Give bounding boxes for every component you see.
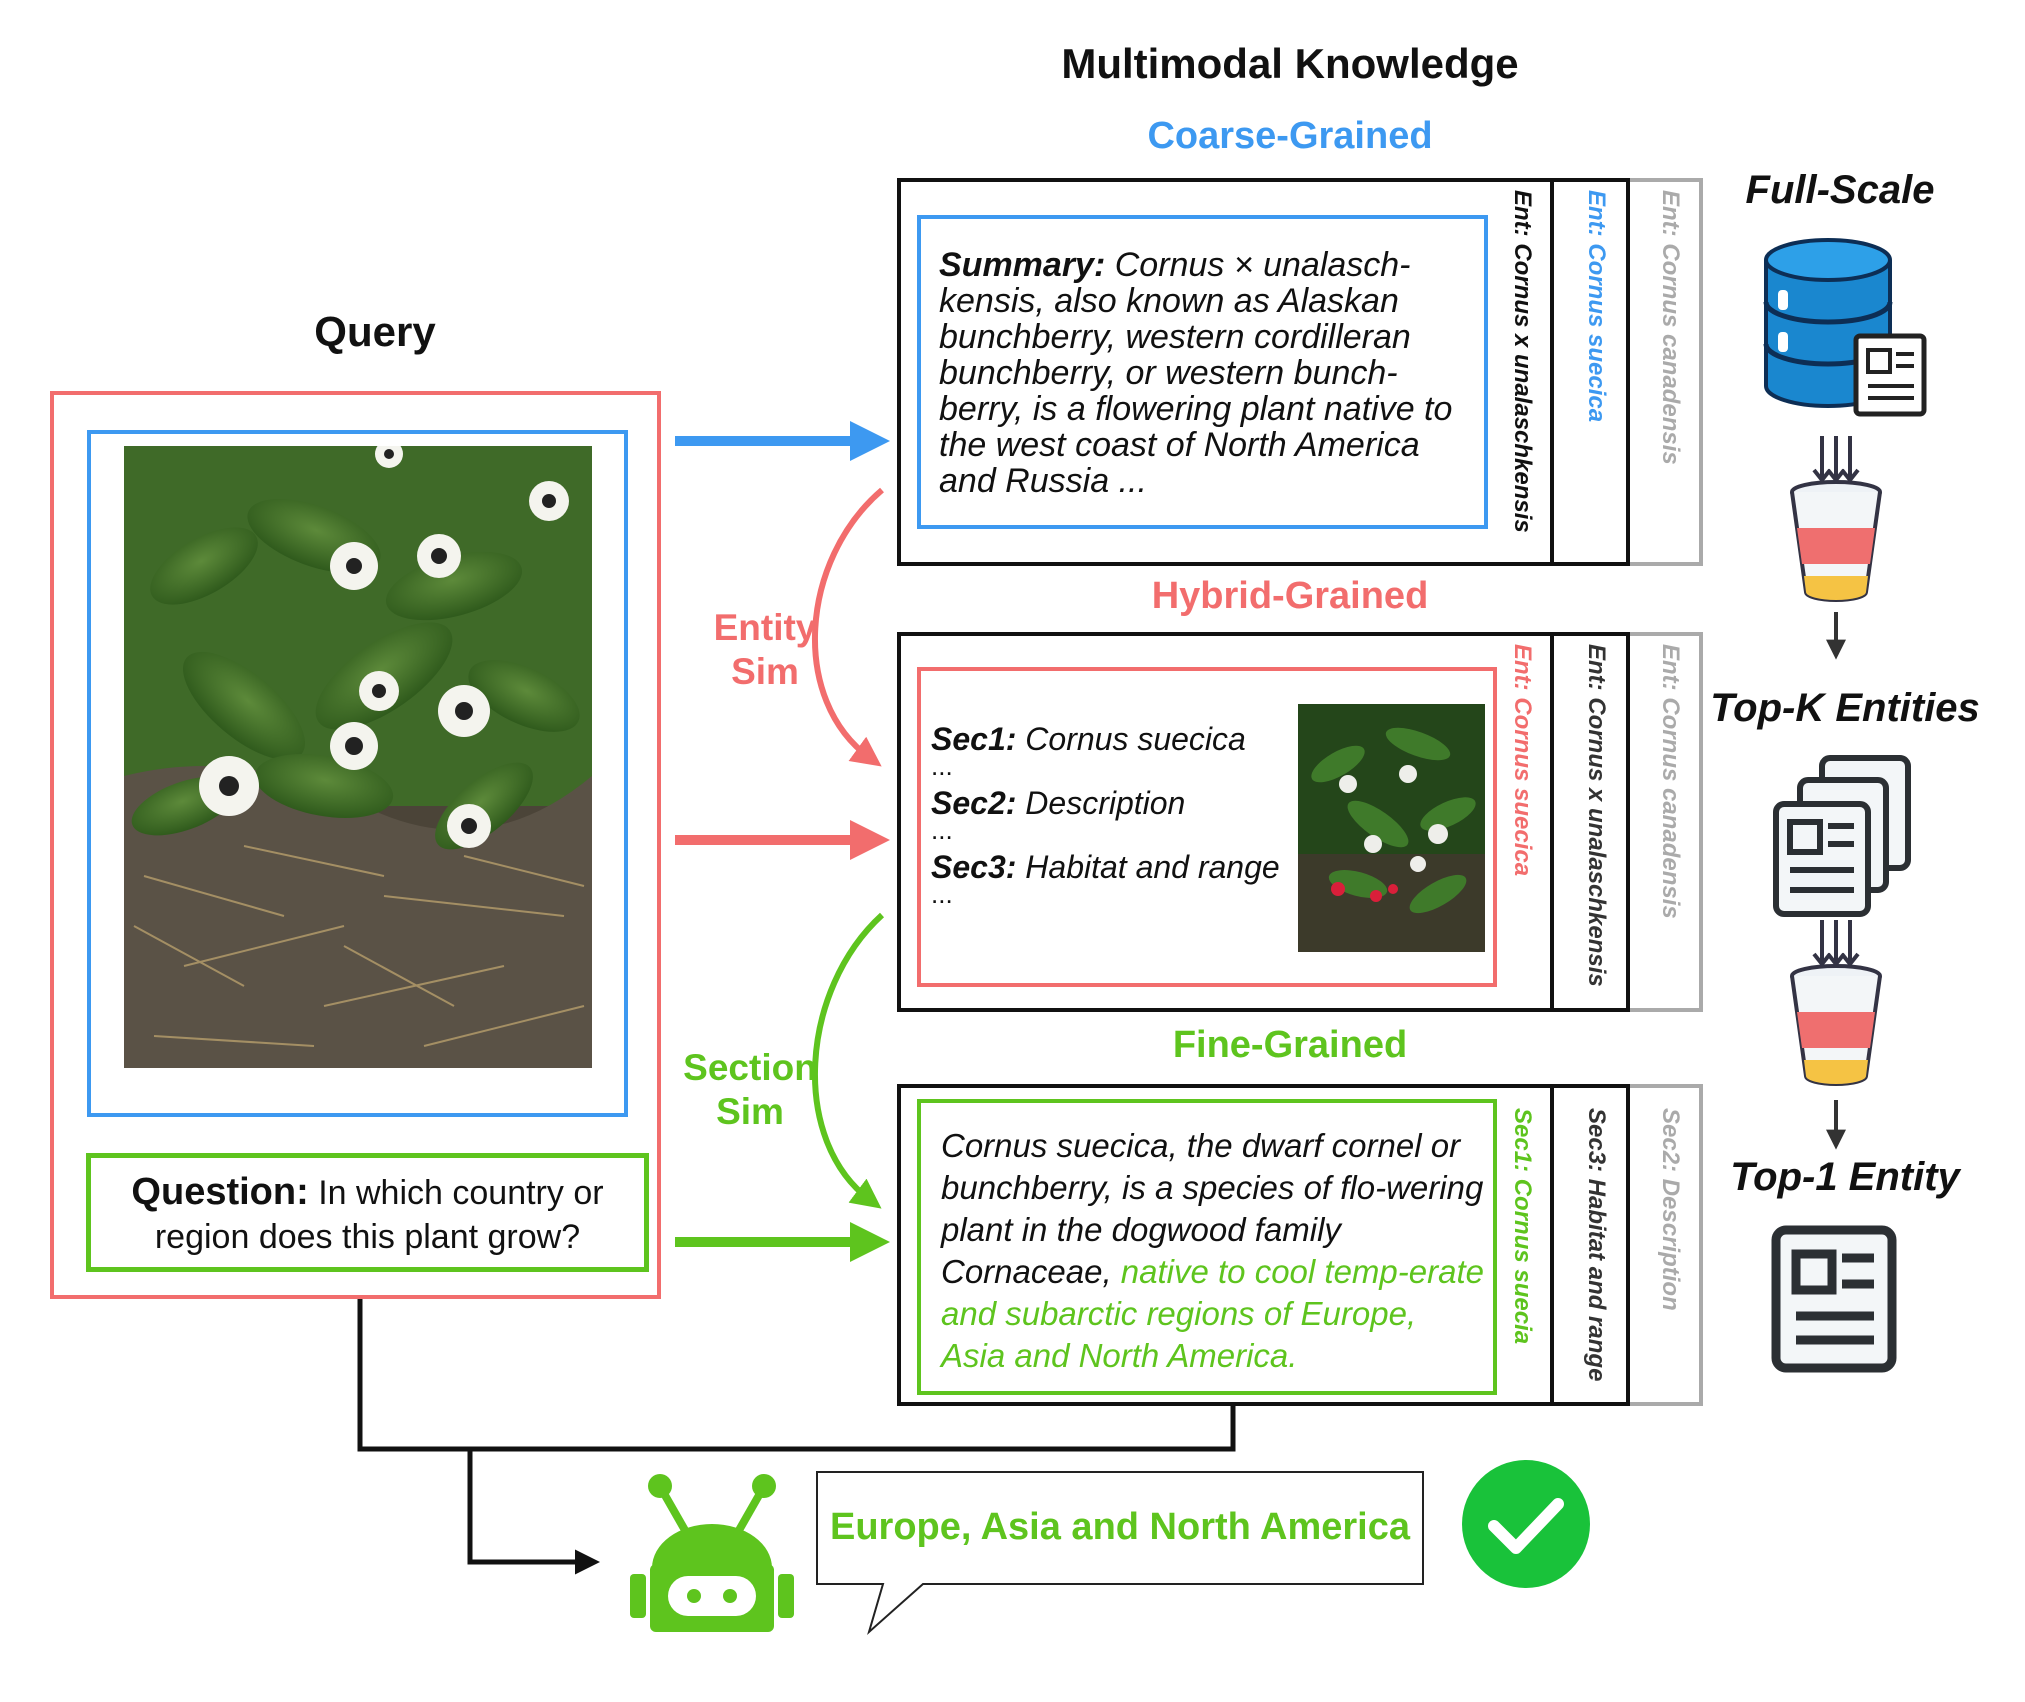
question-box: Question: In which country or region doe… bbox=[86, 1153, 649, 1272]
coarse-card-front bbox=[897, 178, 1554, 566]
answer-text: Europe, Asia and North America bbox=[830, 1506, 1410, 1548]
fine-tab-3: Sec2: Description bbox=[1657, 1108, 1684, 1311]
hybrid-tab-3: Ent: Cornus canadensis bbox=[1657, 644, 1684, 919]
ellipsis-3: ... bbox=[931, 879, 953, 909]
ellipsis-1: ... bbox=[931, 751, 953, 781]
query-panel bbox=[50, 391, 661, 1299]
coarse-tab-1: Ent: Cornus x unalaschkensis bbox=[1509, 190, 1536, 533]
plant-image-icon bbox=[124, 446, 592, 1068]
speech-bubble bbox=[816, 1471, 1424, 1636]
section-1: Sec1: Cornus suecica bbox=[931, 721, 1246, 757]
multimodal-knowledge-title: Multimodal Knowledge bbox=[1061, 40, 1519, 87]
coarse-summary-box: Summary: Cornus × unalasch-kensis, also … bbox=[917, 215, 1488, 529]
fine-grained-heading: Fine-Grained bbox=[1172, 1024, 1408, 1066]
fine-text-box: Cornus suecica, the dwarf cornel or bunc… bbox=[917, 1099, 1497, 1395]
summary-label: Summary: bbox=[939, 246, 1106, 284]
coarse-tab-2: Ent: Cornus suecica bbox=[1583, 190, 1610, 423]
coarse-summary-text: Summary: Cornus × unalasch-kensis, also … bbox=[939, 247, 1474, 499]
query-heading: Query bbox=[314, 308, 436, 355]
hybrid-section-box bbox=[917, 667, 1497, 987]
fine-tab-1: Sec1: Cornus suecia bbox=[1509, 1108, 1536, 1345]
database-icon bbox=[1763, 238, 1927, 417]
section-sim-arrow bbox=[812, 912, 885, 1209]
hybrid-grained-heading: Hybrid-Grained bbox=[1151, 575, 1429, 617]
connector-to-robot bbox=[467, 1449, 601, 1575]
coarse-tab-3: Ent: Cornus canadensis bbox=[1657, 190, 1684, 465]
document-stack-icon bbox=[1773, 755, 1911, 917]
question-text: In which country or region does this pla… bbox=[154, 1174, 604, 1256]
filter-funnel-icon bbox=[1790, 436, 1882, 602]
top-1-entity-label: Top-1 Entity bbox=[1730, 1155, 1960, 1199]
fine-tab-2: Sec3: Habitat and range bbox=[1583, 1108, 1610, 1382]
fine-text-highlight: native to cool temp-erate and subarctic … bbox=[941, 1253, 1484, 1374]
hybrid-section-list: Sec1: Cornus suecica ... Sec2: Descripti… bbox=[931, 722, 1280, 914]
question-label: Question: bbox=[131, 1171, 309, 1213]
query-to-answer-connector bbox=[357, 1299, 1236, 1452]
query-image-frame bbox=[87, 430, 628, 1117]
fine-card-front bbox=[897, 1084, 1554, 1406]
section-image-icon bbox=[1298, 704, 1485, 952]
section-3: Sec3: Habitat and range bbox=[931, 849, 1280, 885]
ellipsis-2: ... bbox=[931, 815, 953, 845]
full-scale-label: Full-Scale bbox=[1745, 168, 1935, 212]
document-icon bbox=[1853, 333, 1927, 417]
top-k-entities-label: Top-K Entities bbox=[1710, 686, 1980, 730]
check-icon bbox=[1462, 1460, 1590, 1588]
filter-funnel-icon-2 bbox=[1790, 920, 1882, 1086]
summary-text: Cornus × unalasch-kensis, also known as … bbox=[939, 246, 1453, 500]
section-2: Sec2: Description bbox=[931, 785, 1186, 821]
document-icon-large bbox=[1771, 1225, 1897, 1373]
hybrid-tab-2: Ent: Cornus x unalaschkensis bbox=[1583, 644, 1610, 987]
hybrid-tab-1: Ent: Cornus suecica bbox=[1509, 644, 1536, 877]
robot-icon bbox=[630, 1474, 794, 1632]
fine-text: Cornus suecica, the dwarf cornel or bunc… bbox=[941, 1125, 1485, 1377]
fine-text-plain: Cornus suecica, the dwarf cornel or bunc… bbox=[941, 1127, 1484, 1290]
coarse-grained-heading: Coarse-Grained bbox=[1147, 115, 1433, 157]
entity-sim-arrow bbox=[811, 487, 884, 767]
